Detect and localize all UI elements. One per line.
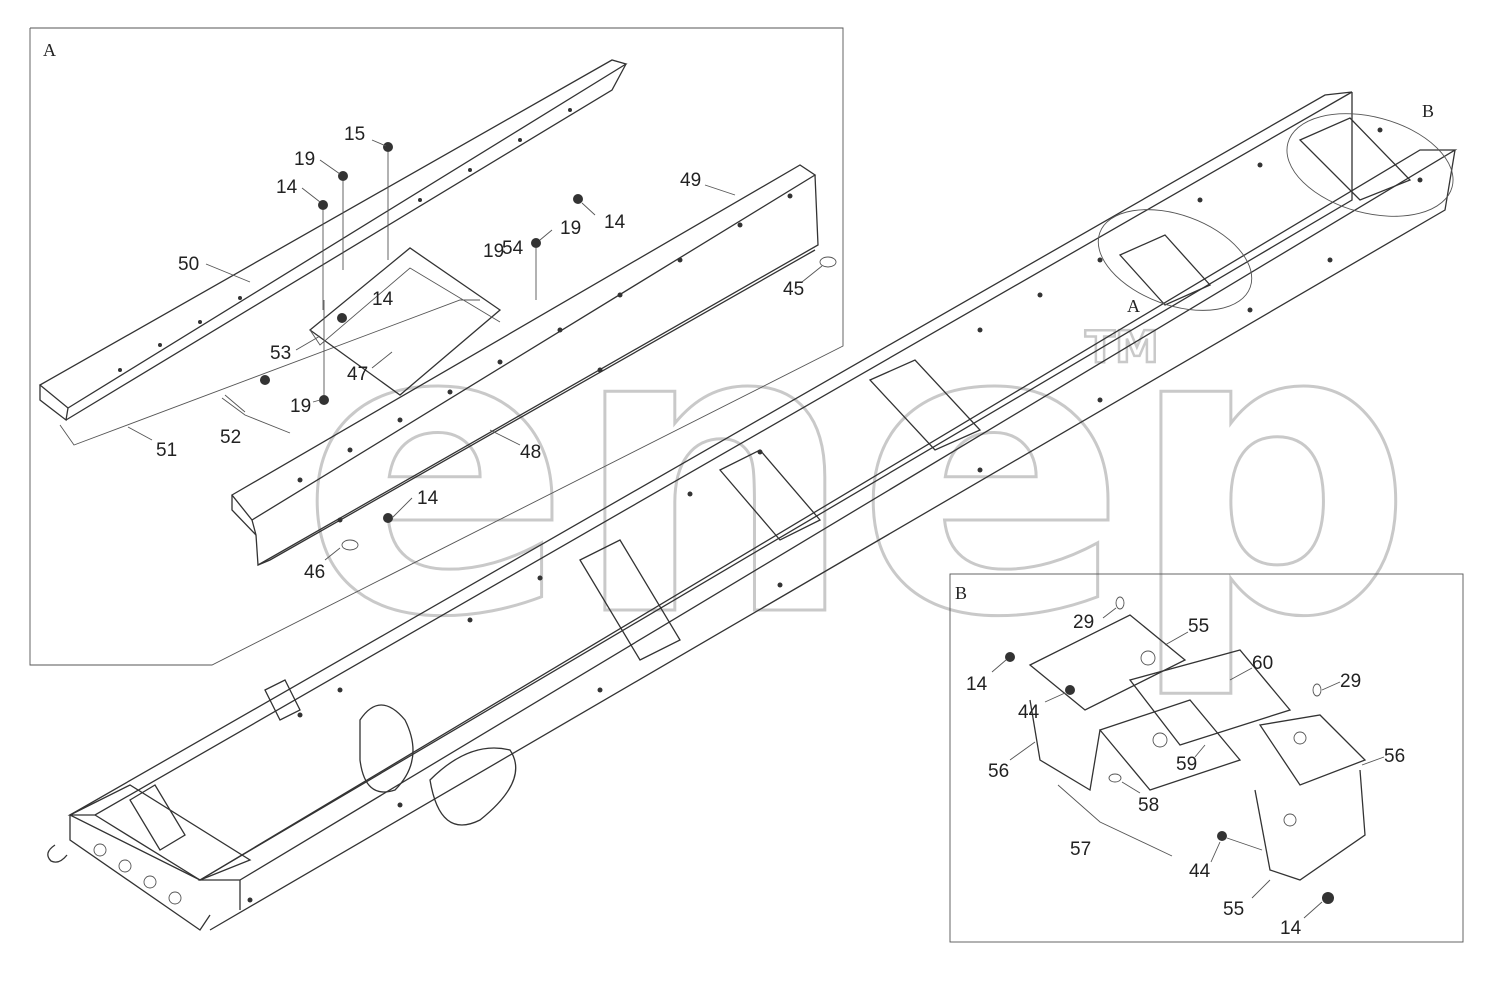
detail-b-frame: B — [949, 573, 1464, 943]
main-marker-a: A — [1127, 296, 1140, 316]
callout-b-59: 59 — [1176, 754, 1197, 775]
chassis-holes — [247, 127, 1423, 903]
callout-b-29-right: 29 — [1340, 671, 1361, 692]
rail-holes — [118, 108, 793, 523]
detail-a-label: A — [43, 40, 56, 60]
callout-a-14-mid: 14 — [372, 289, 394, 310]
callout-a-19-right: 19 — [560, 218, 581, 239]
leaders-a — [127, 139, 823, 561]
callout-a-15: 15 — [344, 124, 365, 145]
callout-a-48: 48 — [520, 442, 541, 463]
detail-a-frame: A — [29, 27, 844, 666]
callout-b-44-low: 44 — [1189, 861, 1211, 882]
callout-b-29-top: 29 — [1073, 612, 1094, 633]
detail-b-drawing — [991, 596, 1385, 919]
callout-a-19-low: 19 — [290, 396, 311, 417]
callout-b-14-left: 14 — [966, 674, 988, 695]
callout-b-56-left: 56 — [988, 761, 1009, 782]
detail-a-drawing — [38, 59, 837, 567]
callout-a-47: 47 — [347, 364, 368, 385]
watermark: enep TM — [299, 239, 1416, 707]
callout-a-14-right: 14 — [604, 212, 626, 233]
callout-a-46: 46 — [304, 562, 325, 583]
callout-a-14-top: 14 — [276, 177, 298, 198]
callout-a-49: 49 — [680, 170, 701, 191]
callout-a-19-top: 19 — [294, 149, 315, 170]
callout-b-14-low: 14 — [1280, 918, 1302, 939]
callout-a-19-mid: 19 — [483, 241, 504, 262]
callout-b-55-low: 55 — [1223, 899, 1244, 920]
callout-b-58: 58 — [1138, 795, 1159, 816]
callout-a-14-low: 14 — [417, 488, 439, 509]
callout-b-56-right: 56 — [1384, 746, 1405, 767]
callouts-a: 14 19 15 19 14 19 49 50 54 45 14 53 47 1… — [156, 124, 804, 583]
callout-a-52: 52 — [220, 427, 241, 448]
callout-a-54: 54 — [502, 238, 524, 259]
fasteners-a — [260, 142, 837, 551]
callout-b-55-top: 55 — [1188, 616, 1209, 637]
callout-a-51: 51 — [156, 440, 177, 461]
detail-b-label: B — [955, 583, 967, 603]
callouts-b: 29 55 60 14 44 29 56 59 56 58 57 44 55 1… — [966, 612, 1405, 939]
callout-a-45: 45 — [783, 279, 804, 300]
callout-b-60: 60 — [1252, 653, 1273, 674]
main-chassis: A B — [47, 91, 1458, 931]
watermark-text: enep — [300, 240, 1414, 705]
main-marker-b: B — [1422, 101, 1434, 121]
callout-a-53: 53 — [270, 343, 291, 364]
callout-b-57: 57 — [1070, 839, 1091, 860]
callout-a-50: 50 — [178, 254, 199, 275]
callout-b-44-left: 44 — [1018, 702, 1040, 723]
